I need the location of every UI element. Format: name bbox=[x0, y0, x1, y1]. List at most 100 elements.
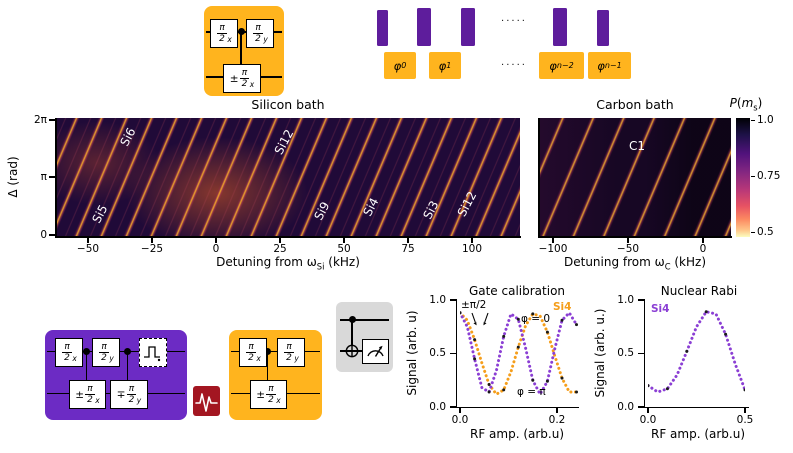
rf-pulse bbox=[461, 8, 475, 46]
rf-source-box bbox=[193, 386, 220, 416]
y-axis-line bbox=[55, 118, 57, 237]
x-tick-label: −50 bbox=[616, 243, 640, 255]
x-tick bbox=[151, 237, 153, 243]
heatmap-carbon-bath bbox=[540, 118, 731, 236]
x-tick bbox=[647, 408, 649, 413]
phase-symbol: φ bbox=[549, 58, 557, 73]
phase-symbol: φ bbox=[597, 58, 605, 73]
gate-subscript: y bbox=[294, 353, 299, 363]
gate-sign: ± bbox=[229, 72, 239, 85]
plot-title-nuclear-rabi: Nuclear Rabi bbox=[660, 284, 738, 298]
x-tick bbox=[702, 237, 704, 243]
quantum-wire bbox=[231, 351, 320, 353]
x-axis-line bbox=[456, 407, 579, 409]
annotation-pm-pi2: ±π/2 bbox=[461, 299, 487, 311]
y-tick-label: 1.0 bbox=[429, 294, 446, 306]
gate-optional-pulse bbox=[139, 338, 167, 367]
ellipsis-dots: ····· bbox=[501, 16, 527, 27]
colorbar-tick bbox=[750, 232, 755, 234]
heatmap-silicon-bath bbox=[57, 118, 520, 236]
x-axis-label-rf-amp: RF amp. (arb.u) bbox=[650, 427, 746, 441]
x-tick bbox=[744, 408, 746, 413]
y-axis-line bbox=[538, 118, 540, 237]
rf-pulse bbox=[377, 10, 388, 46]
y-axis-label-signal: Signal (arb. u.) bbox=[593, 308, 607, 398]
y-tick bbox=[450, 406, 456, 408]
control-dot bbox=[237, 28, 245, 36]
x-tick-label: 25 bbox=[273, 243, 287, 255]
y-tick bbox=[638, 352, 644, 355]
y-tick-label: 0.5 bbox=[429, 347, 446, 359]
y-tick bbox=[638, 406, 644, 408]
y-tick-label: 0.0 bbox=[429, 401, 446, 413]
gate-subscript: y bbox=[109, 353, 114, 363]
control-dot bbox=[83, 348, 90, 356]
x-tick bbox=[215, 237, 217, 243]
colorbar-tick-label: 1.0 bbox=[757, 114, 774, 126]
waveform-icon bbox=[195, 393, 218, 412]
y-tick-label: π bbox=[40, 171, 47, 183]
x-tick bbox=[407, 237, 409, 243]
control-line bbox=[266, 351, 269, 380]
x-tick-label: 100 bbox=[461, 243, 483, 255]
phase-symbol: φ bbox=[438, 58, 447, 73]
gate-subscript: x bbox=[227, 34, 232, 44]
x-tick bbox=[459, 408, 461, 413]
x-tick-label: 0.0 bbox=[451, 414, 469, 426]
pulse-icon bbox=[144, 346, 161, 362]
x-tick bbox=[279, 237, 281, 243]
control-dot bbox=[124, 348, 131, 356]
y-tick bbox=[49, 234, 55, 236]
control-line bbox=[126, 351, 129, 380]
panel-title-silicon: Silicon bath bbox=[251, 97, 325, 112]
x-axis-label-rf-amp: RF amp. (arb.u) bbox=[469, 427, 565, 441]
x-tick-label: −50 bbox=[76, 243, 100, 255]
y-tick bbox=[49, 176, 55, 178]
annotation-phi-pi: φ = π bbox=[517, 386, 546, 398]
control-dot bbox=[264, 348, 271, 356]
y-tick-label: 0.5 bbox=[617, 347, 634, 359]
y-tick-label: 1.0 bbox=[617, 294, 634, 306]
gate-subscript: y bbox=[263, 34, 268, 44]
phase-subscript: 1 bbox=[446, 61, 452, 70]
annotation-si4-orange: Si4 bbox=[553, 301, 572, 313]
x-tick-label: −25 bbox=[140, 243, 164, 255]
x-tick bbox=[343, 237, 345, 243]
control-line bbox=[351, 320, 353, 345]
x-axis-line bbox=[644, 407, 749, 409]
x-axis-label-carbon: Detuning from ωC (kHz) bbox=[563, 255, 706, 272]
x-tick bbox=[471, 237, 473, 243]
panel-title-carbon: Carbon bath bbox=[596, 97, 674, 112]
phase-symbol: φ bbox=[393, 58, 402, 73]
x-tick-label: 50 bbox=[337, 243, 351, 255]
colorbar-tick bbox=[750, 120, 755, 122]
phase-subscript: n−2 bbox=[556, 61, 574, 70]
rf-pulse bbox=[417, 8, 431, 46]
gate-subscript: x bbox=[249, 79, 255, 89]
phase-subscript: 0 bbox=[401, 61, 407, 70]
gate-sign: ∓ bbox=[116, 388, 126, 401]
x-tick bbox=[552, 237, 554, 243]
x-tick-label: 0 bbox=[699, 243, 707, 255]
x-tick-label: 0.5 bbox=[736, 414, 754, 426]
y-axis-line bbox=[456, 299, 458, 408]
rf-pulse bbox=[597, 10, 609, 46]
gate-sign: ± bbox=[75, 388, 85, 401]
meter-icon bbox=[367, 345, 384, 357]
y-tick-label: 2π bbox=[33, 114, 47, 126]
phase-subscript: n−1 bbox=[604, 61, 622, 70]
gate-subscript: x bbox=[95, 395, 100, 405]
x-tick-label: 0.2 bbox=[548, 414, 566, 426]
